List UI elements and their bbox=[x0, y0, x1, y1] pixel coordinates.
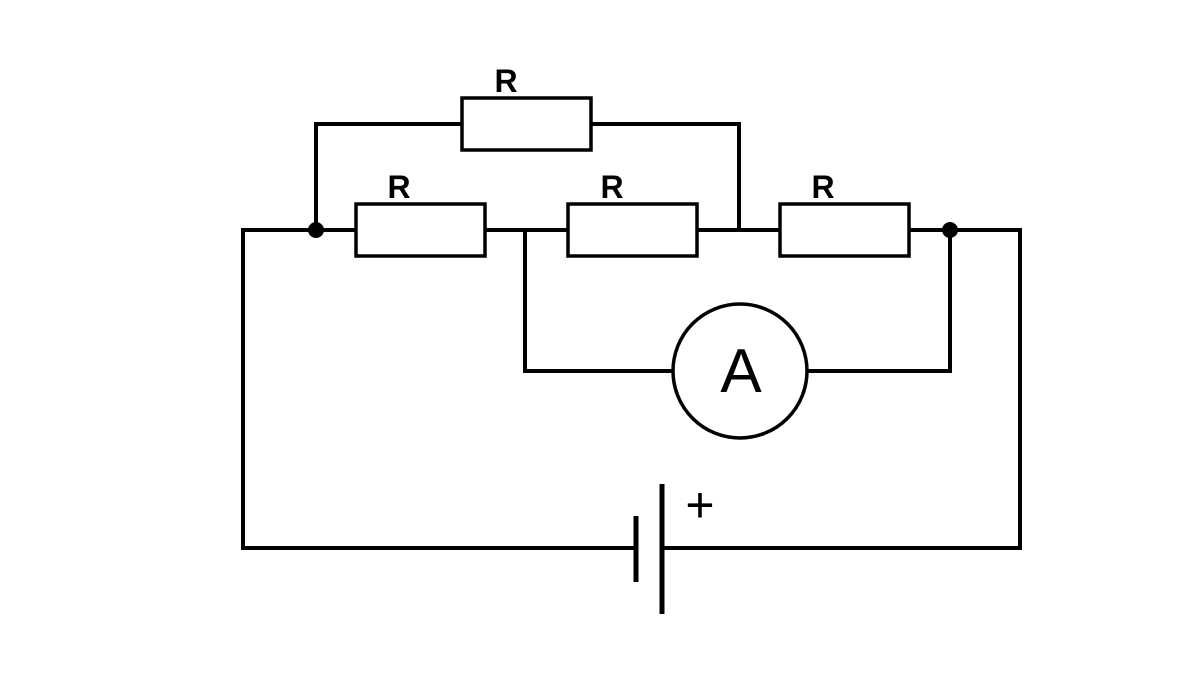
resistor-series-3: R bbox=[778, 169, 911, 258]
resistor-series-2-label: R bbox=[600, 169, 623, 205]
resistor-series-2: R bbox=[566, 169, 699, 258]
battery: + bbox=[633, 477, 715, 614]
resistor-series-1: R bbox=[354, 169, 487, 258]
battery-plus-sign: + bbox=[685, 477, 714, 533]
wire-top-bypass-right bbox=[589, 122, 741, 232]
resistor-top-label: R bbox=[494, 63, 517, 99]
wire-ammeter-right bbox=[804, 228, 952, 373]
junction-right bbox=[942, 222, 958, 238]
junction-left bbox=[308, 222, 324, 238]
resistor-series-3-label: R bbox=[811, 169, 834, 205]
wire-outer-left bbox=[241, 228, 638, 550]
wire-top-bypass-left bbox=[314, 122, 464, 232]
resistor-top: R bbox=[460, 63, 593, 152]
ammeter-label: A bbox=[720, 337, 762, 406]
ammeter: A bbox=[671, 302, 809, 440]
wires bbox=[241, 122, 1022, 550]
wire-ammeter-left bbox=[523, 228, 674, 373]
resistor-series-1-label: R bbox=[387, 169, 410, 205]
wire-outer-right bbox=[660, 228, 1022, 550]
